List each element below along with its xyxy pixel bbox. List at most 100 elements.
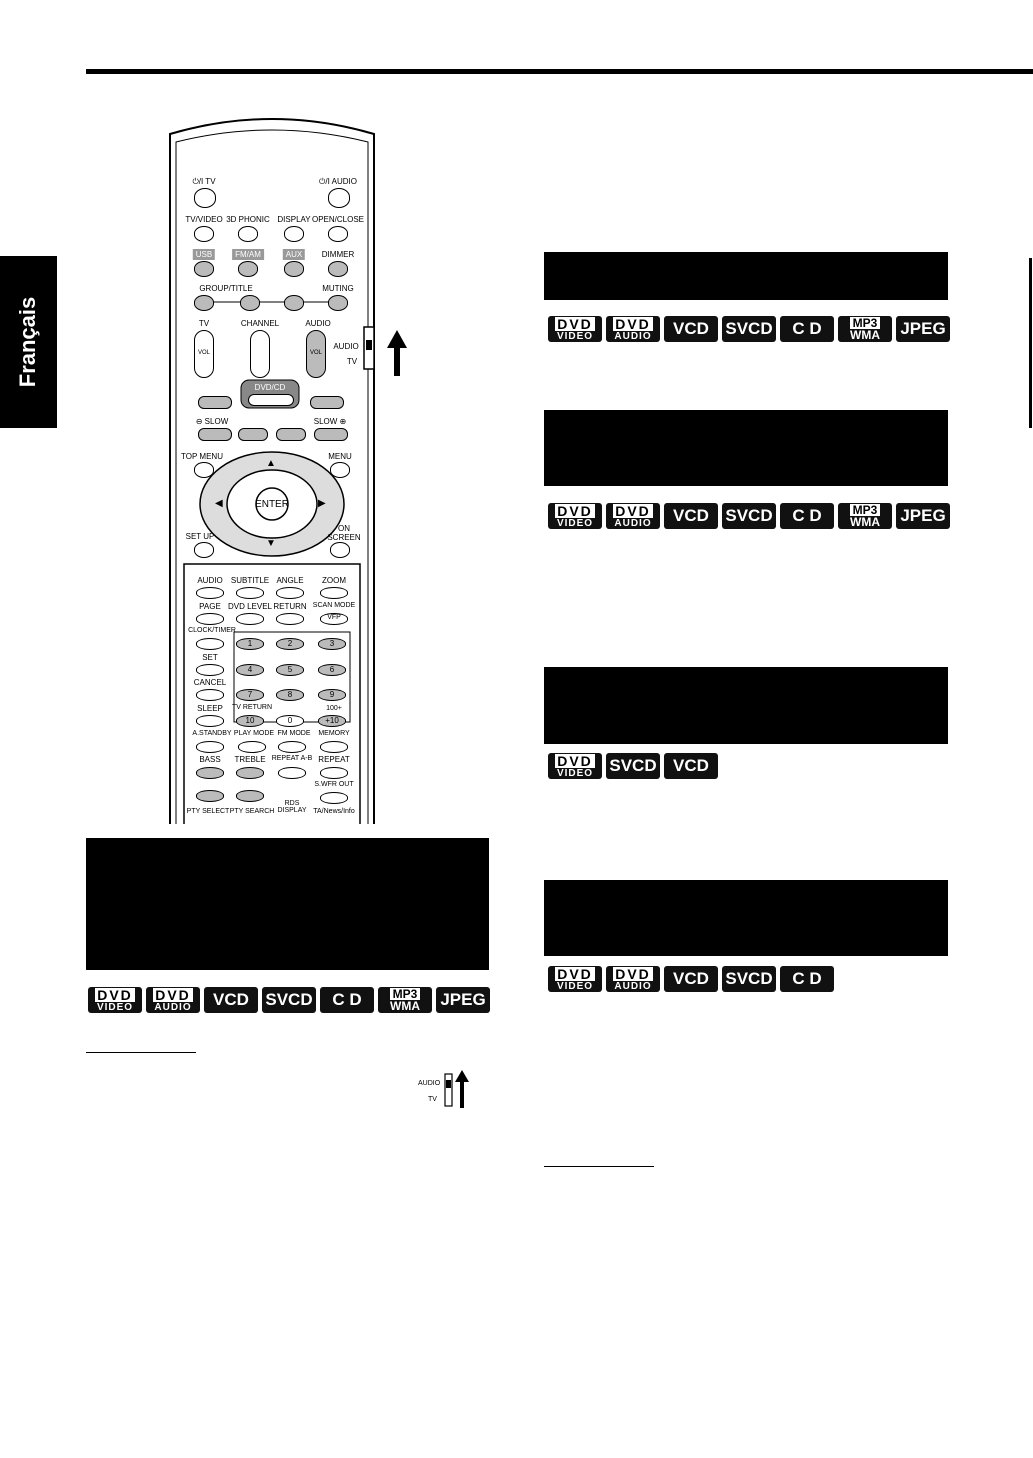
up-arrow-icon[interactable]: ▲ [266, 458, 276, 469]
num-2-button[interactable]: 2 [276, 638, 304, 650]
display-button[interactable] [284, 226, 304, 242]
dvd-level-button[interactable] [236, 613, 264, 625]
plus-10-button[interactable]: +10 [318, 715, 346, 727]
audio-button[interactable] [196, 587, 224, 599]
num-4-button[interactable]: 4 [236, 664, 264, 676]
tv-volume-rocker[interactable] [194, 330, 214, 378]
fm-am-button[interactable] [238, 261, 258, 277]
memory-button[interactable] [320, 741, 348, 753]
cd-badge: C D [320, 987, 374, 1013]
s-wfr-out-button[interactable] [320, 792, 348, 804]
left-arrow-icon[interactable]: ◀ [215, 498, 223, 509]
num-label: 8 [287, 690, 293, 699]
return-button[interactable] [276, 613, 304, 625]
page-label: PAGE [199, 602, 221, 611]
angle-button[interactable] [276, 587, 304, 599]
heading-box-3 [544, 667, 948, 744]
num-6-button[interactable]: 6 [318, 664, 346, 676]
sleep-button[interactable] [196, 715, 224, 727]
return-arrow-button[interactable] [284, 295, 304, 311]
audio-power-button[interactable] [328, 188, 350, 208]
dimmer-button[interactable] [328, 261, 348, 277]
s-wfr-out-label: S.WFR OUT [314, 781, 354, 788]
group-title-label: GROUP/TITLE [199, 284, 253, 293]
repeat-button[interactable] [320, 767, 348, 779]
treble-down-button[interactable] [236, 790, 264, 802]
section-underline-right [544, 1166, 654, 1167]
switch-tv-label: TV [346, 357, 358, 366]
tv-power-button[interactable] [194, 188, 216, 208]
clock-timer-label: CLOCK/TIMER [188, 627, 236, 634]
language-tab-label: Français [15, 296, 40, 388]
phonic-label: 3D PHONIC [226, 215, 270, 224]
group-prev-button[interactable] [194, 295, 214, 311]
cancel-button[interactable] [196, 689, 224, 701]
open-close-button[interactable] [328, 226, 348, 242]
switch-audio-label: AUDIO [333, 342, 359, 351]
num-8-button[interactable]: 8 [276, 689, 304, 701]
audio-volume-rocker[interactable] [306, 330, 326, 378]
bass-up-button[interactable] [196, 767, 224, 779]
zoom-label: ZOOM [322, 576, 346, 585]
bass-down-button[interactable] [196, 790, 224, 802]
muting-button[interactable] [328, 295, 348, 311]
cancel-label: CANCEL [193, 678, 227, 687]
set-up-button[interactable] [194, 542, 214, 558]
fm-mode-label: FM MODE [277, 730, 311, 737]
page-button[interactable] [196, 613, 224, 625]
phonic-button[interactable] [238, 226, 258, 242]
heading-box-4 [544, 880, 948, 956]
tv-video-button[interactable] [194, 226, 214, 242]
aux-button[interactable] [284, 261, 304, 277]
a-standby-button[interactable] [196, 741, 224, 753]
down-arrow-icon[interactable]: ▼ [266, 538, 276, 549]
num-7-button[interactable]: 7 [236, 689, 264, 701]
num-1-button[interactable]: 1 [236, 638, 264, 650]
num-3-button[interactable]: 3 [318, 638, 346, 650]
vcd-badge: VCD [204, 987, 258, 1013]
top-menu-button[interactable] [194, 462, 214, 478]
menu-button[interactable] [330, 462, 350, 478]
clock-timer-button[interactable] [196, 638, 224, 650]
num-9-button[interactable]: 9 [318, 689, 346, 701]
channel-label: CHANNEL [240, 319, 280, 328]
group-next-button[interactable] [240, 295, 260, 311]
set-button[interactable] [196, 664, 224, 676]
zoom-button[interactable] [320, 587, 348, 599]
pause-button[interactable] [276, 428, 306, 441]
usb-button[interactable] [194, 261, 214, 277]
cd-badge: C D [780, 966, 834, 992]
vfp-button[interactable] [320, 613, 348, 625]
muting-label: MUTING [322, 284, 354, 293]
svcd-badge: SVCD [722, 316, 776, 342]
bass-label: BASS [199, 755, 221, 764]
fast-forward-button[interactable] [314, 428, 348, 441]
num-0-button[interactable]: 0 [276, 715, 304, 727]
play-button[interactable] [248, 394, 294, 406]
num-label: +10 [325, 716, 339, 725]
treble-up-button[interactable] [236, 767, 264, 779]
language-tab: Français [0, 256, 57, 428]
stop-button[interactable] [238, 428, 268, 441]
play-mode-button[interactable] [238, 741, 266, 753]
fm-mode-button[interactable] [278, 741, 306, 753]
tv-power-label: ⏻/I TV [192, 177, 216, 186]
num-label: 2 [287, 639, 293, 648]
channel-rocker[interactable] [250, 330, 270, 378]
vol-left-label: VOL [197, 350, 211, 356]
subtitle-button[interactable] [236, 587, 264, 599]
next-track-button[interactable] [310, 396, 344, 409]
switch-audio-text: AUDIO [418, 1080, 441, 1087]
vcd-badge: VCD [664, 503, 718, 529]
enter-button[interactable] [256, 488, 288, 520]
repeat-ab-button[interactable] [278, 767, 306, 779]
num-5-button[interactable]: 5 [276, 664, 304, 676]
right-arrow-icon[interactable]: ▶ [318, 498, 326, 509]
num-10-button[interactable]: 10 [236, 715, 264, 727]
on-screen-button[interactable] [330, 542, 350, 558]
prev-track-button[interactable] [198, 396, 232, 409]
rewind-button[interactable] [198, 428, 232, 441]
